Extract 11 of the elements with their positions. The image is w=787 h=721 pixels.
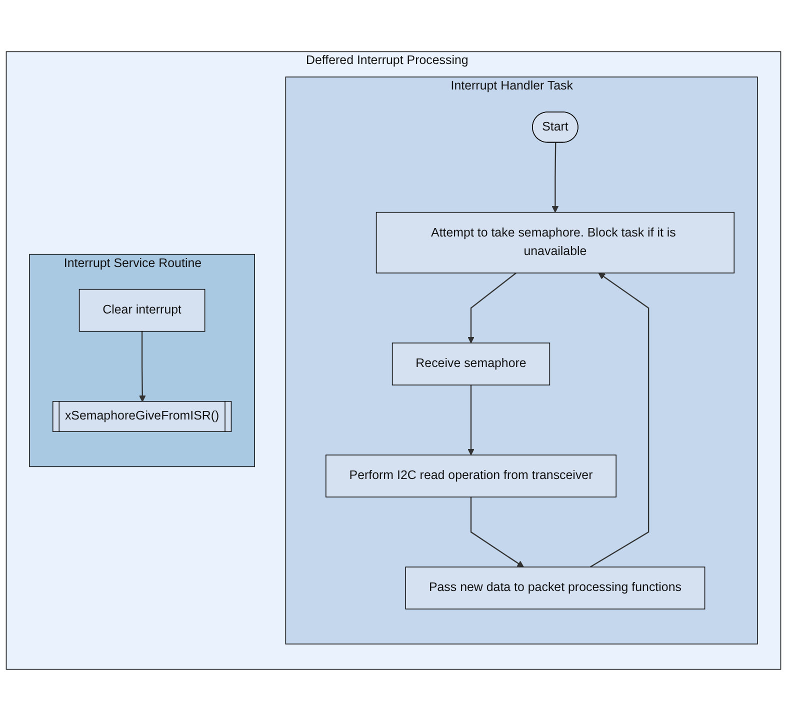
node-box: Attempt to take semaphore. Block task if it is unavailable	[376, 212, 734, 274]
node-box: Perform I2C read operation from transceiver	[326, 454, 616, 498]
arrow	[470, 497, 524, 568]
arrow	[138, 331, 146, 402]
node-box: Pass new data to packet processing functions	[405, 566, 706, 610]
arrow	[468, 272, 516, 344]
arrow	[552, 142, 559, 213]
arrow	[590, 272, 650, 568]
arrow	[468, 385, 474, 456]
node-box: Clear interrupt	[78, 288, 206, 332]
node-box: Receive semaphore	[392, 342, 550, 386]
